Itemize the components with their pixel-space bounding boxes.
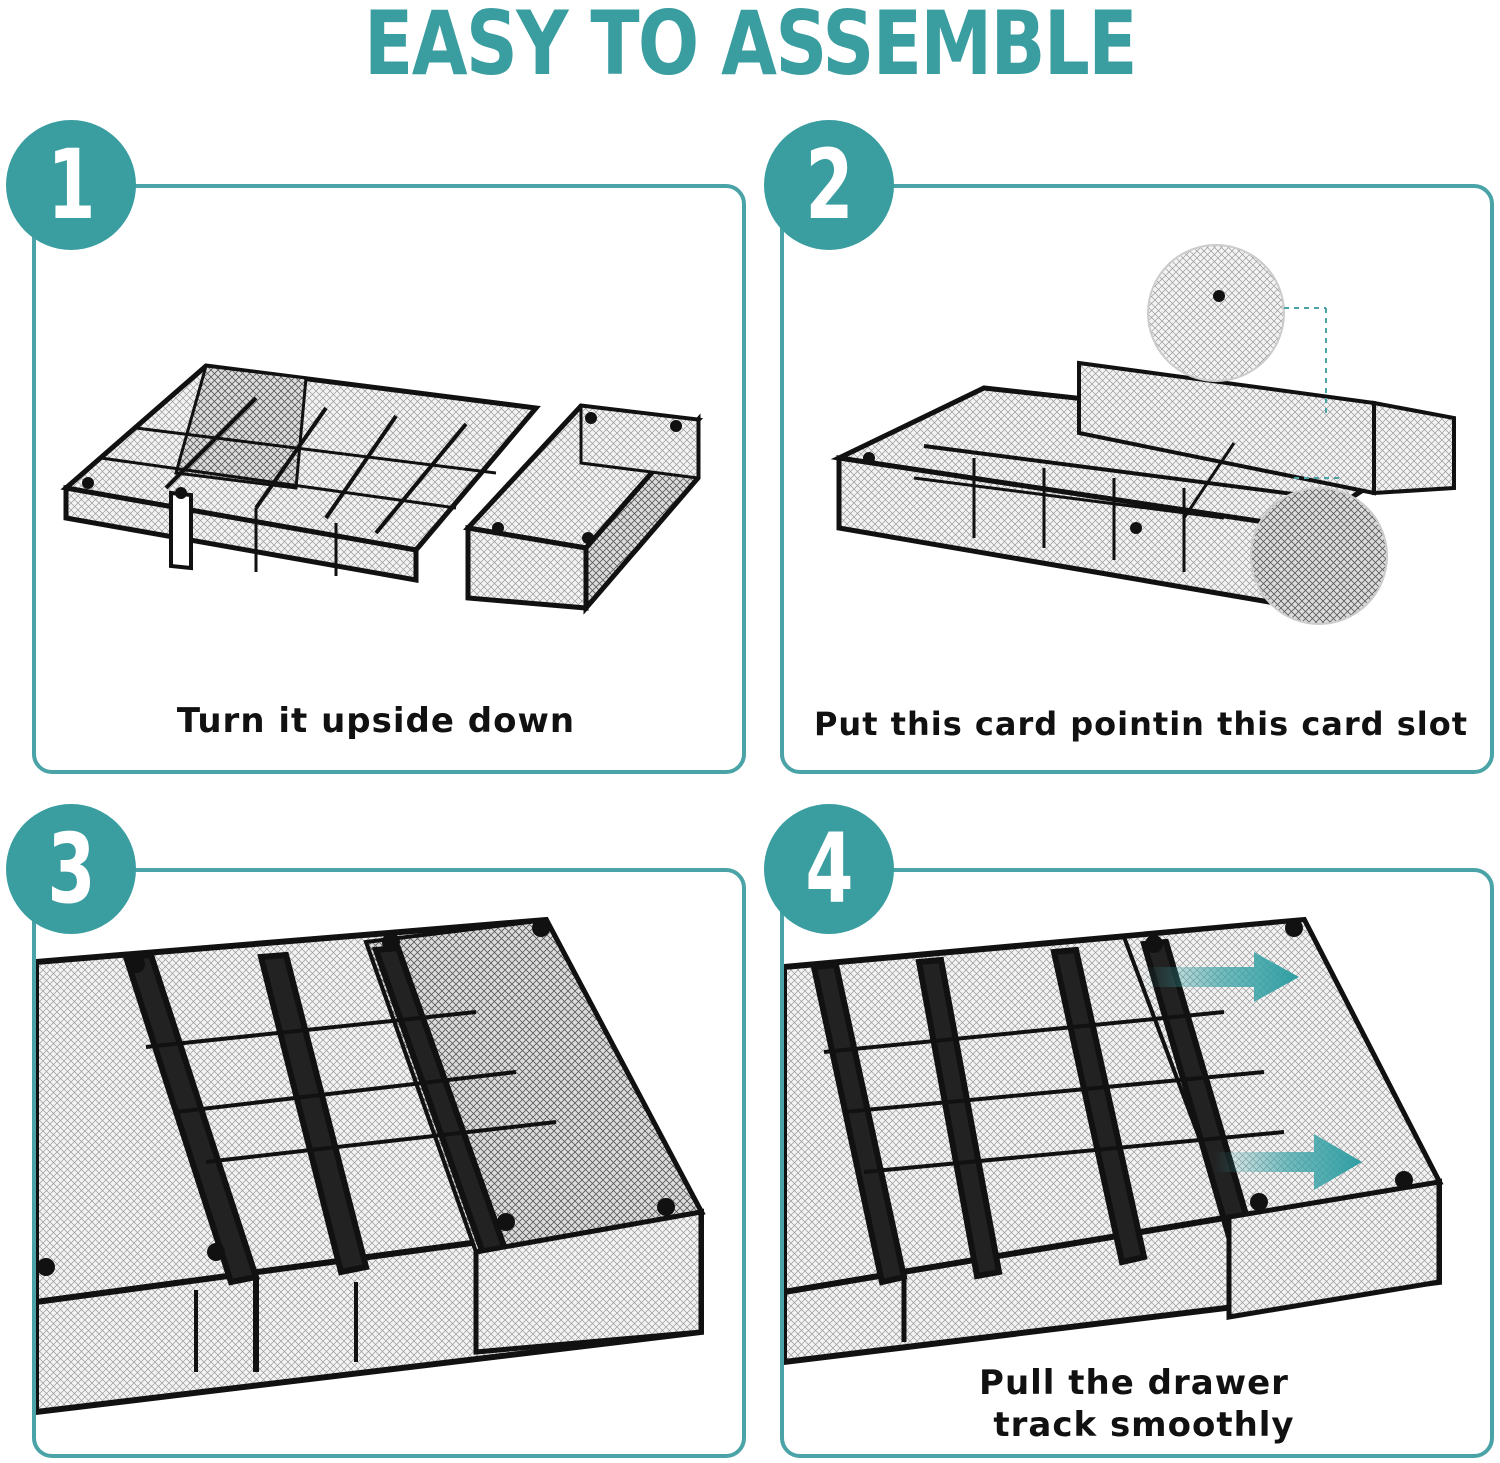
pull-arrow-bottom	[1214, 1134, 1362, 1190]
step-2-caption: Put this card pointin this card slot	[813, 705, 1469, 743]
step-3-illustration	[36, 916, 706, 1416]
detail-zoom-top	[1147, 244, 1327, 418]
step-4-badge: 4	[764, 804, 894, 934]
step-4-panel: Pull the drawer track smoothly	[780, 868, 1494, 1458]
organizer-tray-right	[463, 403, 704, 615]
step-1-caption: Turn it upside down	[176, 701, 576, 741]
step-3-panel	[32, 868, 746, 1458]
step-2-panel: Put this card pointin this card slot	[780, 184, 1494, 774]
step-2-number: 2	[804, 129, 854, 241]
page-title: EASY TO ASSEMBLE	[364, 0, 1138, 95]
step-1-panel: Turn it upside down	[32, 184, 746, 774]
step-1-number: 1	[46, 129, 96, 241]
detail-zoom-bottom	[1250, 477, 1388, 625]
step-4-illustration	[784, 916, 1444, 1366]
step-4-caption-line1: Pull the drawer	[979, 1363, 1289, 1403]
pull-arrow-top	[1144, 952, 1299, 1002]
step-1-illustration	[60, 363, 704, 615]
step-2-badge: 2	[764, 120, 894, 250]
step-2-illustration	[830, 244, 1456, 625]
organizer-extended	[784, 916, 1444, 1366]
step-1-badge: 1	[6, 120, 136, 250]
organizer-closeup	[36, 916, 706, 1416]
organizer-tray-left	[60, 363, 541, 583]
step-4-number: 4	[804, 813, 854, 925]
step-3-number: 3	[46, 813, 96, 925]
step-4-caption-line2: track smoothly	[993, 1405, 1295, 1445]
step-3-badge: 3	[6, 804, 136, 934]
